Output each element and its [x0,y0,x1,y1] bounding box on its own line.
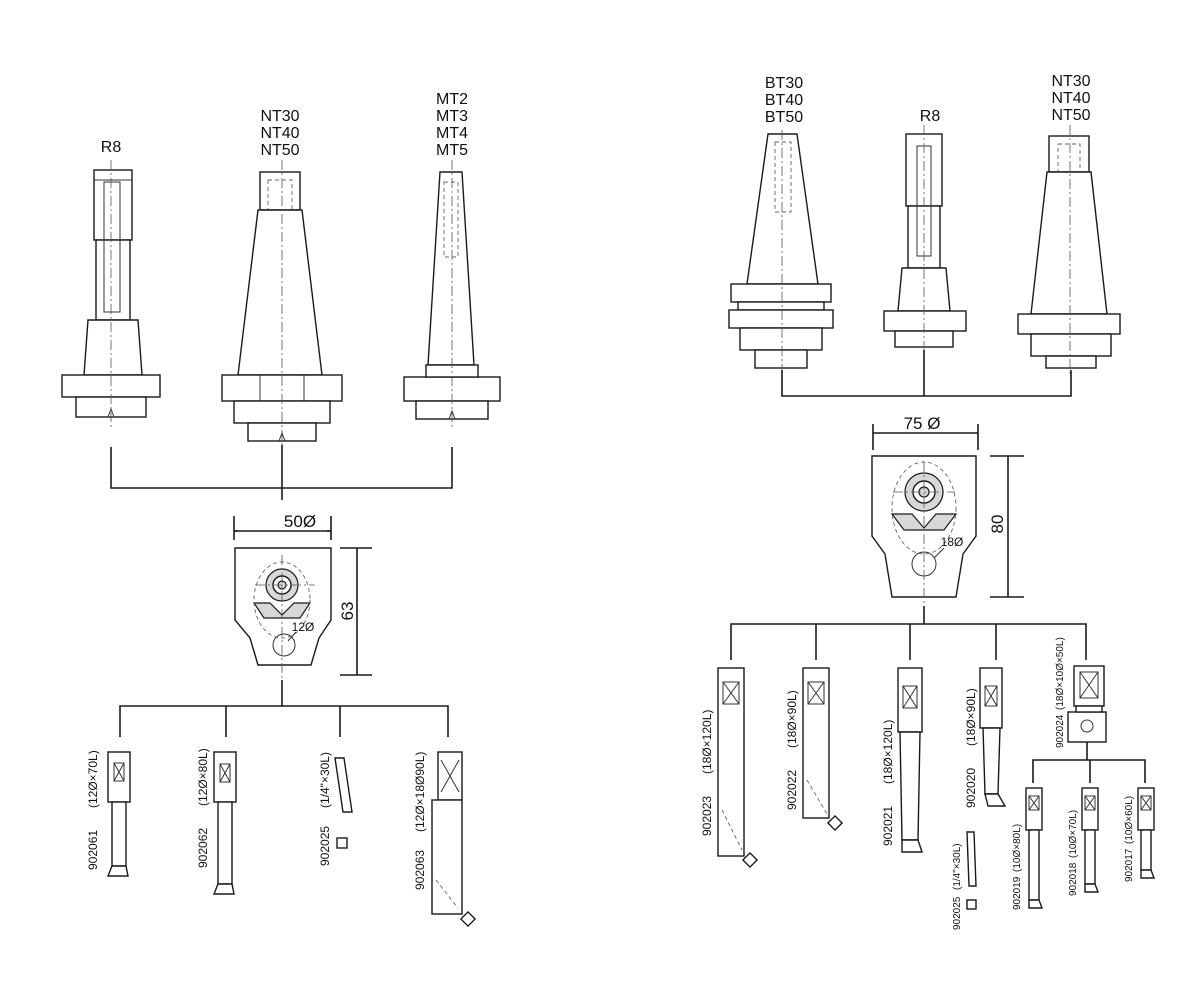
left-arbor-mt-label-1: MT2 [436,91,468,108]
right-bar-902018: 902018 (10Ø×70L) [1068,787,1100,896]
right-bar-902022-code: 902022 [785,770,799,810]
right-bar-902022-spec: (18Ø×90L) [785,690,799,748]
left-group: R8 NT30 NT40 NT50 MT2 MT3 MT4 MT5 [61,91,501,928]
left-r8-arbor-drawing [61,160,161,430]
right-group: BT30 BT40 BT50 R8 NT30 NT40 NT50 [700,73,1156,930]
left-head-bore-label: 12Ø [292,620,315,634]
right-arbor-bt-label-1: BT30 [765,75,803,92]
left-nt-arbor-drawing [221,160,343,455]
right-arbor-nt-label-3: NT50 [1051,107,1090,124]
left-boring-head-drawing: 50Ø 12Ø 63 [233,512,372,685]
left-bar-902061: 902061 (12Ø×70L) [86,750,131,877]
left-arbor-nt-label-3: NT50 [260,142,299,159]
right-arbor-bt-label-3: BT50 [765,109,803,126]
left-arbor-mt-label-4: MT5 [436,142,468,159]
right-bar-902022: 902022 (18Ø×90L) [785,667,844,832]
right-arbor-nt-label-2: NT40 [1051,90,1090,107]
right-bar-902018-spec: (10Ø×70L) [1068,810,1079,858]
right-bar-902025: 902025 (1/4"×30L) [952,831,977,930]
right-bar-902024: 902024 (18Ø×10Ø×50L) [1055,637,1107,748]
right-bar-902023-spec: (18Ø×120L) [700,710,714,774]
right-bar-902025-code: 902025 [952,896,963,930]
left-bar-902063: 902063 (12Ø×18Ø90L) [413,751,477,928]
left-arbor-mt-label-3: MT4 [436,125,468,142]
left-head-height-label: 63 [338,602,357,621]
right-bar-tree-horizontal [730,623,1087,660]
right-bar-902018-code: 902018 [1068,862,1079,896]
right-bar-902017-spec: (10Ø×60L) [1124,796,1135,844]
right-bar-902024-code: 902024 [1055,714,1066,748]
left-arbor-r8-label: R8 [101,139,122,156]
left-arbor-mt-label-2: MT3 [436,108,468,125]
right-bar-902017-code: 902017 [1124,848,1135,882]
left-bar-902063-code: 902063 [413,850,427,890]
left-head-width-label: 50Ø [284,512,316,531]
left-bar-902025: 902025 (1/4"×30L) [318,752,353,866]
left-mt-arbor-drawing [403,160,501,430]
right-bar-902021-spec: (18Ø×120L) [881,720,895,784]
left-bar-902061-spec: (12Ø×70L) [86,750,100,808]
right-bar-902020-code: 902020 [964,768,978,808]
right-boring-head-drawing: 75 Ø 18Ø 80 [871,414,1024,620]
right-bar-902019-code: 902019 [1012,876,1023,910]
right-arbor-nt-label-1: NT30 [1051,73,1090,90]
right-bar-902019: 902019 (10Ø×80L) [1012,787,1044,910]
right-bar-902025-spec: (1/4"×30L) [952,843,963,890]
right-sub-tree-horizontal [1032,759,1146,783]
left-bar-902025-code: 902025 [318,826,332,866]
left-bar-902062-code: 902062 [196,828,210,868]
right-head-bore-label: 18Ø [941,535,964,549]
right-bar-902024-spec: (18Ø×10Ø×50L) [1055,637,1066,710]
right-bar-902021: 902021 (18Ø×120L) [881,667,923,853]
left-bar-902061-code: 902061 [86,830,100,870]
right-head-height-label: 80 [988,515,1007,534]
right-bar-902020: 902020 (18Ø×90L) [964,667,1007,808]
left-bar-tree-horizontal [119,705,449,737]
right-r8-arbor-drawing [883,125,967,356]
right-head-width-label: 75 Ø [904,414,941,433]
right-arbor-bt-label-2: BT40 [765,92,803,109]
right-nt-arbor-drawing [1017,125,1121,376]
left-bar-902062: 902062 (12Ø×80L) [196,748,237,895]
left-bar-902062-spec: (12Ø×80L) [196,748,210,806]
right-bar-902020-spec: (18Ø×90L) [964,688,978,746]
right-bar-902017: 902017 (10Ø×60L) [1124,787,1156,882]
left-arbor-nt-label-1: NT30 [260,108,299,125]
right-arbor-connector [781,370,1072,397]
right-bar-902023-code: 902023 [700,796,714,836]
right-bar-902021-code: 902021 [881,806,895,846]
right-bar-902019-spec: (10Ø×80L) [1012,824,1023,872]
right-bar-902023: 902023 (18Ø×120L) [700,667,759,869]
right-arbor-r8-label: R8 [920,108,941,125]
left-bar-902063-spec: (12Ø×18Ø90L) [413,752,427,832]
left-bar-902025-spec: (1/4"×30L) [318,752,332,808]
right-bt-arbor-drawing [728,130,834,378]
left-arbor-nt-label-2: NT40 [260,125,299,142]
